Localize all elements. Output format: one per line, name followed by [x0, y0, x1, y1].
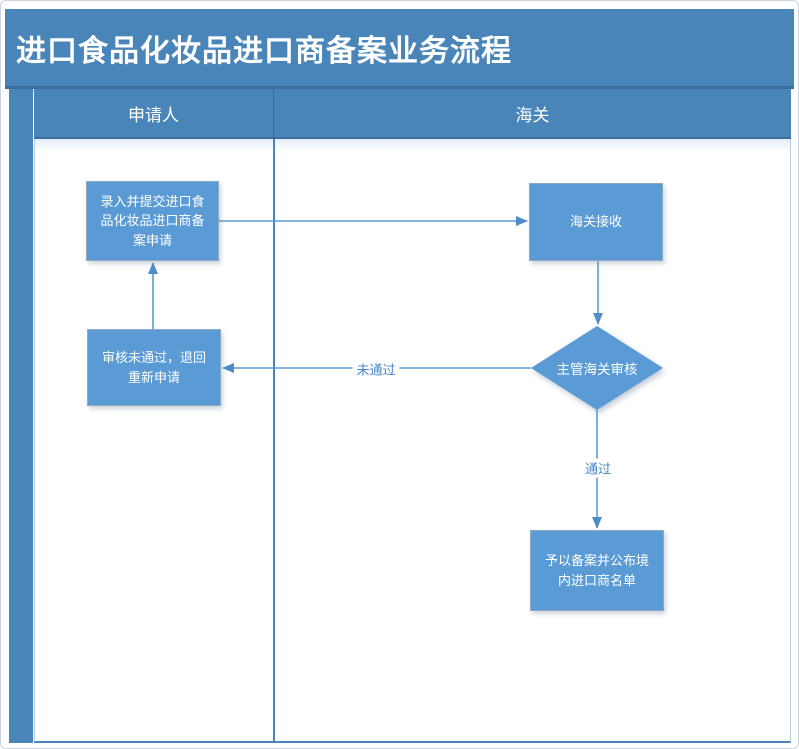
lane-header-applicant: 申请人 [34, 89, 273, 139]
node-submit-label: 录入并提交进口食品化妆品进口商备案申请 [100, 193, 205, 248]
node-submit-application: 录入并提交进口食品化妆品进口商备案申请 [86, 181, 219, 261]
lane-header-shadow [35, 139, 790, 151]
node-receive-label: 海关接收 [569, 214, 622, 230]
node-customs-receive: 海关接收 [529, 183, 663, 261]
title-bar: 进口食品化妆品进口商备案业务流程 [5, 9, 794, 89]
page-title: 进口食品化妆品进口商备案业务流程 [16, 34, 512, 68]
edge-label-pass: 通过 [580, 458, 616, 478]
lane-divider [273, 139, 275, 743]
node-review-label: 主管海关审核 [556, 362, 638, 377]
node-review-failed-return: 审核未通过，退回重新申请 [87, 329, 221, 406]
node-record-and-publish: 予以备案并公布境内进口商名单 [530, 530, 664, 611]
lane-label-applicant: 申请人 [128, 105, 179, 125]
edge-label-fail: 未通过 [352, 359, 400, 379]
node-customs-review-decision: 主管海关审核 [531, 326, 663, 410]
node-record-label: 予以备案并公布境内进口商名单 [544, 553, 649, 588]
lane-header-customs: 海关 [273, 89, 791, 139]
node-reject-label: 审核未通过，退回重新申请 [101, 350, 206, 385]
side-strip [9, 89, 33, 743]
lane-label-customs: 海关 [515, 105, 550, 125]
